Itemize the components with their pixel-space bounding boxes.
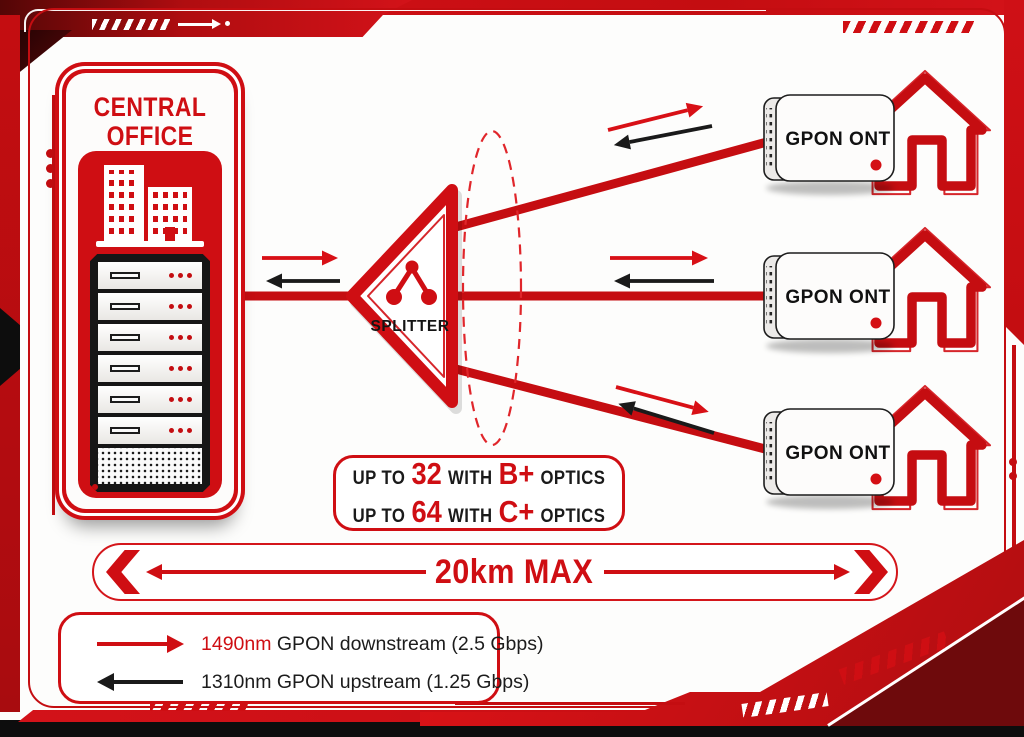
ont-label: GPON ONT [785,129,890,150]
frame-right-band [1004,0,1024,325]
ont-label: GPON ONT [785,443,890,464]
frame-corner-line [455,702,685,705]
server-unit [98,417,202,444]
dot-icon [1009,458,1017,466]
central-office-panel [78,151,222,498]
optics-line-1: UP TO 32 WITH B+ OPTICS [353,456,605,492]
server-unit [98,355,202,382]
building-base [96,241,204,247]
dot-icon [46,179,55,188]
arrow-shaft [111,680,183,684]
legend-label: 1490nm GPON downstream (2.5 Gbps) [201,633,543,656]
optics-text: UP TO [352,506,406,527]
traffic-arrows [262,102,715,435]
upstream-arrow-icon [614,273,714,289]
frame-left-line [52,95,55,515]
wavelength-value: 1310nm [201,671,272,693]
ont-label: GPON ONT [785,287,890,308]
server-rack-icon [90,254,210,492]
optics-capacity-note: UP TO 32 WITH B+ OPTICS UP TO 64 WITH C+… [333,455,625,531]
optics-text: OPTICS [540,506,606,527]
split-region-ellipse [461,129,523,447]
ont-device: GPON ONT [764,409,894,509]
upstream-arrow-icon [618,401,715,435]
building-door [165,227,175,241]
central-office-inner: CENTRAL OFFICE [66,73,234,509]
downstream-arrow-icon [610,250,708,266]
central-office-card: CENTRAL OFFICE [55,62,245,520]
optics-value: 64 [411,494,442,529]
rack-led [92,484,98,490]
server-unit [98,324,202,351]
server-unit [98,262,202,289]
legend-description: GPON downstream (2.5 Gbps) [276,633,544,655]
dot-icon [225,21,230,26]
optics-class: B+ [498,456,535,491]
dot-icon [1009,472,1017,480]
optics-value: 32 [411,456,442,491]
downstream-arrow-icon [615,385,709,415]
optics-text: WITH [448,468,493,489]
arrow-right-icon [834,564,850,580]
splitter-triangle [346,184,458,408]
building-windows [109,170,139,234]
distance-label: 20km MAX [434,553,594,591]
server-unit [98,293,202,320]
arrow-shaft [97,642,169,646]
hatch-marks-icon [843,21,975,33]
arrow-shaft [158,570,426,574]
upstream-arrow-icon [613,124,713,150]
fiber-drop-line [447,128,805,233]
legend-description: GPON upstream (1.25 Gbps) [276,671,530,693]
splitter-node: SPLITTER [346,184,462,414]
share-nodes-icon [386,260,437,305]
legend-row-downstream: 1490nm GPON downstream (2.5 Gbps) [61,633,543,657]
rack-vent-grid [98,448,202,484]
downstream-arrow-icon [262,250,338,266]
chevron-right-icon [854,550,888,594]
dot-icon [46,149,55,158]
splitter-label: SPLITTER [371,318,450,335]
hatch-marks-icon [92,19,170,30]
legend-row-upstream: 1310nm GPON upstream (1.25 Gbps) [61,671,529,695]
wavelength-legend: 1490nm GPON downstream (2.5 Gbps) 1310nm… [58,612,543,704]
frame-left-notch [0,308,20,386]
server-unit [98,386,202,413]
arrow-icon [212,19,221,29]
frame-right-line [1012,345,1016,690]
optics-text: OPTICS [540,468,606,489]
inner-panel-outline [28,8,1006,708]
distance-banner: 20km MAX [92,543,898,601]
upstream-arrow-icon [266,273,340,289]
arrow-icon [178,23,212,26]
optics-text: WITH [448,506,493,527]
downstream-arrow-icon [607,102,704,132]
optics-text: UP TO [352,468,406,489]
fiber-drop-line [447,363,805,463]
fiber-lines [233,128,805,463]
chevron-left-icon [106,550,140,594]
arrow-right-icon [167,635,184,653]
wavelength-value: 1490nm [201,633,272,655]
arrow-shaft [604,570,836,574]
optics-class: C+ [498,494,535,529]
dot-icon [46,164,55,173]
optics-line-2: UP TO 64 WITH C+ OPTICS [353,494,605,530]
ont-device: GPON ONT [764,253,894,353]
splitter-inner-outline [367,214,445,378]
legend-label: 1310nm GPON upstream (1.25 Gbps) [201,671,529,694]
central-office-title: CENTRAL OFFICE [93,92,207,151]
ont-device: GPON ONT [764,95,894,195]
frame-accent-line [24,9,766,32]
